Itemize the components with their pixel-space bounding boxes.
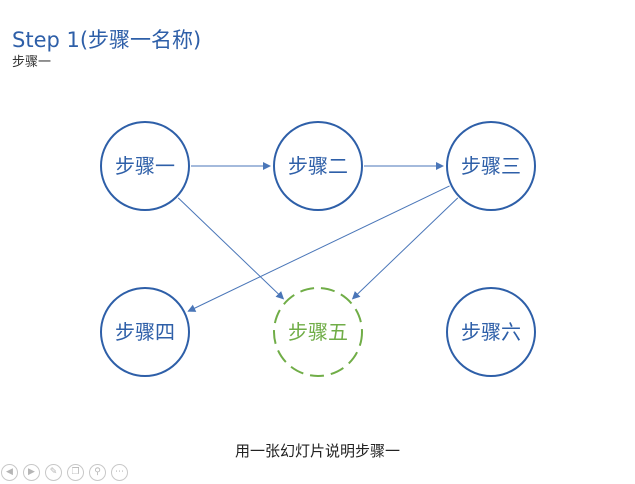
- slide-subtitle: 步骤一: [12, 55, 52, 70]
- pen-icon[interactable]: ✎: [45, 463, 62, 481]
- edge-step3-to-step5: [351, 197, 459, 300]
- node-circle: [446, 287, 536, 377]
- copy-slides-icon[interactable]: ❐: [67, 463, 84, 481]
- slide-title: Step 1(步骤一名称): [12, 28, 202, 52]
- previous-icon[interactable]: ◀: [1, 463, 18, 481]
- node-circle: [100, 287, 190, 377]
- edges-layer: [177, 162, 459, 312]
- edge-step1-to-step5: [177, 197, 285, 300]
- node-circle: [273, 287, 363, 377]
- node-step6: 步骤六: [446, 287, 536, 377]
- slide-caption: 用一张幻灯片说明步骤一: [234, 442, 400, 460]
- node-step5: 步骤五: [273, 287, 363, 377]
- node-label: 步骤六: [461, 320, 521, 344]
- node-circle: [100, 121, 190, 211]
- presentation-toolbar: ◀ ▶ ✎ ❐ ⚲ ⋯: [0, 462, 128, 482]
- node-step2: 步骤二: [273, 121, 363, 211]
- node-label: 步骤五: [288, 320, 348, 344]
- node-label: 步骤三: [461, 154, 521, 178]
- node-label: 步骤四: [115, 320, 175, 344]
- node-step3: 步骤三: [446, 121, 536, 211]
- node-label: 步骤二: [288, 154, 348, 178]
- node-step1: 步骤一: [100, 121, 190, 211]
- node-circle: [273, 121, 363, 211]
- zoom-icon[interactable]: ⚲: [89, 463, 106, 481]
- more-icon[interactable]: ⋯: [111, 463, 128, 481]
- node-step4: 步骤四: [100, 287, 190, 377]
- next-icon[interactable]: ▶: [23, 463, 40, 481]
- node-circle: [446, 121, 536, 211]
- node-label: 步骤一: [115, 154, 175, 178]
- edge-step3-to-step4: [187, 185, 450, 312]
